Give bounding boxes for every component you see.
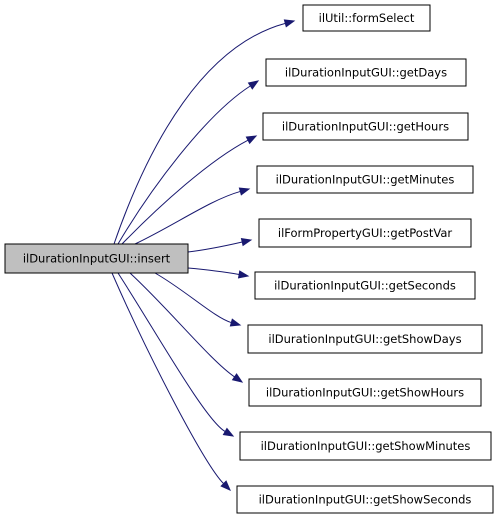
edge-to-il-duration-input-gui-get-show-days [154, 272, 232, 324]
node-il-duration-input-gui-get-show-hours-label: ilDurationInputGUI::getShowHours [266, 386, 464, 400]
arrowhead-to-il-util-form-select [283, 19, 296, 28]
nodes-layer: ilDurationInputGUI::insert ilUtil::formSe… [4, 4, 494, 514]
arrowhead-to-il-duration-input-gui-get-show-days [229, 318, 242, 327]
edge-to-il-duration-input-gui-get-show-seconds [111, 272, 224, 484]
node-il-duration-input-gui-get-seconds[interactable]: ilDurationInputGUI::getSeconds [254, 271, 476, 300]
node-il-duration-input-gui-insert-box [4, 243, 189, 274]
node-il-duration-input-gui-get-show-seconds-box [236, 485, 494, 514]
node-il-util-form-select-label: ilUtil::formSelect [319, 11, 415, 25]
node-il-duration-input-gui-get-show-hours-box [248, 378, 482, 407]
arrowhead-to-il-duration-input-gui-get-seconds [237, 270, 250, 279]
arrowhead-to-il-duration-input-gui-get-show-seconds [220, 480, 231, 491]
node-il-duration-input-gui-get-hours-label: ilDurationInputGUI::getHours [282, 120, 449, 134]
arrowhead-to-il-form-property-gui-get-post-var [240, 238, 253, 247]
node-il-duration-input-gui-get-days-label: ilDurationInputGUI::getDays [285, 66, 447, 80]
node-il-duration-input-gui-get-show-hours[interactable]: ilDurationInputGUI::getShowHours [248, 378, 482, 407]
node-il-duration-input-gui-get-show-days-label: ilDurationInputGUI::getShowDays [268, 332, 461, 346]
edge-to-il-duration-input-gui-get-days [117, 85, 251, 245]
node-il-util-form-select-box [302, 4, 431, 32]
arrowhead-to-il-duration-input-gui-get-show-hours [231, 373, 244, 383]
node-il-duration-input-gui-get-show-minutes-label: ilDurationInputGUI::getShowMinutes [261, 439, 471, 453]
node-il-duration-input-gui-insert[interactable]: ilDurationInputGUI::insert [4, 243, 189, 274]
edge-to-il-form-property-gui-get-post-var [187, 241, 243, 253]
edge-to-il-duration-input-gui-get-hours [121, 139, 249, 245]
node-il-duration-input-gui-get-minutes-label: ilDurationInputGUI::getMinutes [276, 173, 455, 187]
node-il-duration-input-gui-insert-label: ilDurationInputGUI::insert [23, 252, 171, 266]
edge-to-il-duration-input-gui-get-seconds [187, 267, 240, 275]
edges-layer [111, 19, 296, 491]
node-il-duration-input-gui-get-days[interactable]: ilDurationInputGUI::getDays [265, 58, 467, 87]
arrowhead-to-il-duration-input-gui-get-show-minutes [222, 427, 235, 437]
node-il-duration-input-gui-get-days-box [265, 58, 467, 87]
node-il-duration-input-gui-get-show-days[interactable]: ilDurationInputGUI::getShowDays [247, 324, 483, 354]
edge-to-il-duration-input-gui-get-show-hours [129, 272, 235, 378]
node-il-duration-input-gui-get-hours[interactable]: ilDurationInputGUI::getHours [262, 112, 469, 141]
node-il-duration-input-gui-get-seconds-label: ilDurationInputGUI::getSeconds [274, 279, 456, 293]
node-il-duration-input-gui-get-show-minutes[interactable]: ilDurationInputGUI::getShowMinutes [239, 431, 492, 461]
node-il-util-form-select[interactable]: ilUtil::formSelect [302, 4, 431, 32]
node-il-duration-input-gui-get-show-seconds-label: ilDurationInputGUI::getShowSeconds [259, 493, 472, 507]
edge-to-il-duration-input-gui-get-show-minutes [117, 272, 226, 432]
node-il-duration-input-gui-get-seconds-box [254, 271, 476, 300]
node-il-duration-input-gui-get-minutes-box [256, 165, 474, 194]
node-il-duration-input-gui-get-show-seconds[interactable]: ilDurationInputGUI::getShowSeconds [236, 485, 494, 514]
node-il-duration-input-gui-get-minutes[interactable]: ilDurationInputGUI::getMinutes [256, 165, 474, 194]
arrowhead-to-il-duration-input-gui-get-hours [245, 135, 258, 145]
node-il-form-property-gui-get-post-var-label: ilFormPropertyGUI::getPostVar [278, 226, 452, 240]
node-il-duration-input-gui-get-hours-box [262, 112, 469, 141]
node-il-duration-input-gui-get-show-days-box [247, 324, 483, 354]
node-il-form-property-gui-get-post-var[interactable]: ilFormPropertyGUI::getPostVar [258, 218, 472, 248]
edge-to-il-util-form-select [113, 22, 286, 245]
arrowhead-to-il-duration-input-gui-get-days [247, 80, 260, 90]
edge-to-il-duration-input-gui-get-minutes [134, 190, 241, 245]
node-il-form-property-gui-get-post-var-box [258, 218, 472, 248]
arrowhead-to-il-duration-input-gui-get-minutes [238, 187, 251, 196]
node-il-duration-input-gui-get-show-minutes-box [239, 431, 492, 461]
